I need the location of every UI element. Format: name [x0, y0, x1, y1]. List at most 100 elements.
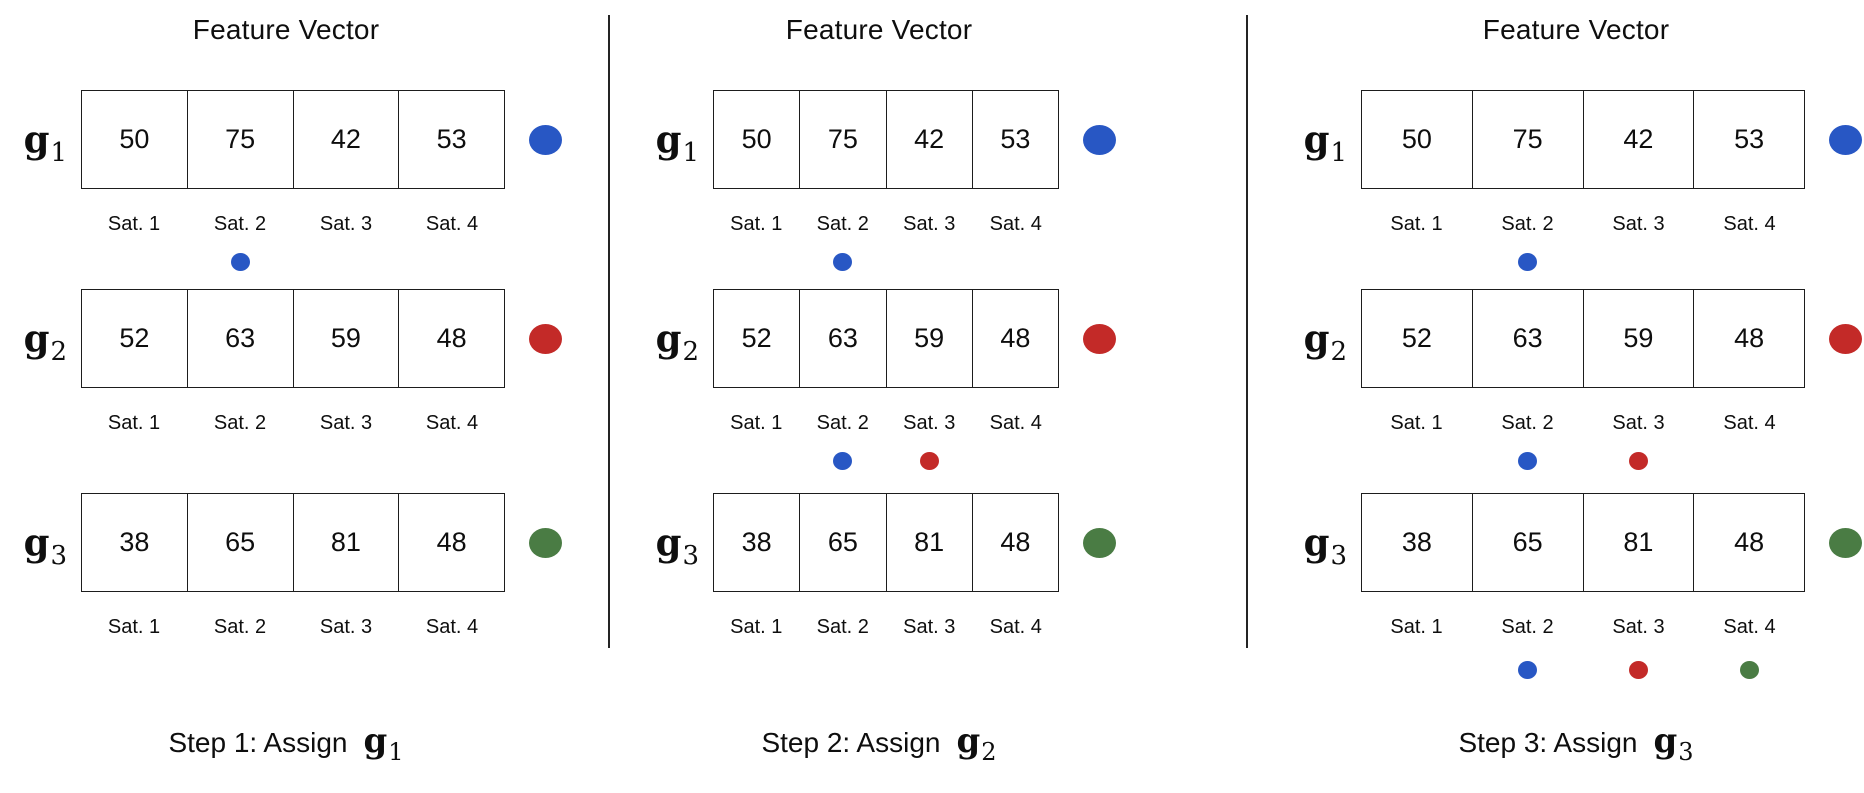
panel-divider [608, 15, 610, 648]
feature-cell: 59 [292, 290, 399, 387]
vector-row-g3: g3 38 65 81 48 [1289, 493, 1863, 592]
assignment-dots-row [641, 660, 1117, 680]
feature-vector-boxes: 38 65 81 48 [1361, 493, 1805, 592]
row-dot-slot [505, 323, 563, 354]
g2-color-dot [529, 323, 562, 354]
feature-cell: 38 [741, 527, 772, 557]
g3-color-dot [529, 527, 562, 558]
assignment-dot [833, 452, 853, 470]
feature-cell: 63 [799, 290, 885, 387]
step-caption-text: Step 1: Assign [168, 727, 348, 758]
feature-cell: 63 [186, 290, 293, 387]
feature-cell: 53 [398, 91, 504, 188]
vector-subscript: 1 [1330, 138, 1347, 168]
feature-cell: 42 [292, 91, 399, 188]
satellite-labels-row: Sat. 1 Sat. 2 Sat. 3 Sat. 4 [1289, 213, 1863, 235]
row-label-g1: g1 [1289, 121, 1361, 167]
feature-vector-boxes: 52 63 59 48 [713, 289, 1059, 388]
vector-symbol: g [23, 520, 50, 564]
satellite-label: Sat. 4 [425, 213, 479, 235]
step-1-panel: Feature Vector g1 50 75 42 53 Sat. 1 Sat… [0, 0, 608, 793]
feature-vector-boxes: 52 63 59 48 [1361, 289, 1805, 388]
panel-divider [1246, 15, 1248, 648]
feature-cell: 65 [186, 494, 293, 591]
vector-row-g1: g1 50 75 42 53 [1289, 90, 1863, 189]
feature-cell: 75 [186, 91, 293, 188]
feature-cell: 42 [1582, 91, 1694, 188]
feature-vector-boxes: 52 63 59 48 [81, 289, 505, 388]
vector-subscript: 2 [50, 337, 67, 367]
step-caption: Step 2: Assign g2 [761, 724, 996, 764]
satellite-label: Sat. 1 [730, 213, 783, 235]
feature-cell: 52 [119, 323, 150, 353]
vector-symbol: g [655, 316, 682, 360]
vector-subscript: 3 [682, 541, 699, 571]
vector-symbol: g [1303, 316, 1330, 360]
satellite-labels-row: Sat. 1 Sat. 2 Sat. 3 Sat. 4 [641, 616, 1117, 638]
assignment-dots-row [9, 252, 563, 272]
satellite-label: Sat. 3 [1612, 412, 1665, 434]
vector-subscript: 1 [50, 138, 67, 168]
feature-cell: 53 [1693, 91, 1804, 188]
satellite-labels-row: Sat. 1 Sat. 2 Sat. 3 Sat. 4 [9, 412, 563, 434]
feature-cell: 75 [1471, 91, 1583, 188]
feature-vector-title: Feature Vector [785, 14, 973, 45]
row-dot-slot [505, 124, 563, 155]
feature-cell: 50 [1401, 124, 1432, 154]
feature-cell: 48 [1693, 494, 1804, 591]
assignment-dots-row [9, 451, 563, 471]
feature-cell: 42 [885, 91, 972, 188]
satellite-label: Sat. 1 [730, 616, 783, 638]
vector-symbol: g [1303, 520, 1330, 564]
assignment-dot [1518, 253, 1537, 271]
satellite-label: Sat. 3 [1612, 213, 1665, 235]
row-dot-slot [1805, 323, 1863, 354]
caption-vector-subscript: 3 [1678, 738, 1694, 766]
feature-cell: 52 [741, 323, 772, 353]
row-dot-slot [1059, 124, 1117, 155]
satellite-label: Sat. 3 [903, 213, 956, 235]
row-dot-slot [505, 527, 563, 558]
satellite-label: Sat. 3 [903, 412, 956, 434]
satellite-label: Sat. 1 [107, 616, 161, 638]
feature-cell: 48 [971, 290, 1058, 387]
row-label-g3: g3 [1289, 524, 1361, 570]
row-label-g1: g1 [641, 121, 713, 167]
row-label-g3: g3 [641, 524, 713, 570]
feature-cell: 48 [1693, 290, 1804, 387]
vector-subscript: 1 [682, 138, 699, 168]
vector-symbol: g [655, 117, 682, 161]
g3-color-dot [1083, 527, 1116, 558]
row-dot-slot [1059, 527, 1117, 558]
satellite-label: Sat. 2 [1501, 616, 1554, 638]
vector-row-g2: g2 52 63 59 48 [1289, 289, 1863, 388]
vector-row-g3: g3 38 65 81 48 [9, 493, 563, 592]
satellite-labels-row: Sat. 1 Sat. 2 Sat. 3 Sat. 4 [1289, 412, 1863, 434]
satellite-label: Sat. 1 [1390, 213, 1443, 235]
satellite-label: Sat. 2 [213, 616, 267, 638]
vector-row-g3: g3 38 65 81 48 [641, 493, 1117, 592]
row-label-g2: g2 [641, 320, 713, 366]
assignment-dots-row [1289, 451, 1863, 471]
vector-subscript: 2 [1330, 337, 1347, 367]
caption-vector-symbol: g [363, 721, 388, 761]
feature-cell: 63 [1471, 290, 1583, 387]
row-dot-slot [1805, 527, 1863, 558]
feature-cell: 38 [1401, 527, 1432, 557]
row-dot-slot [1059, 323, 1117, 354]
assignment-dots-row [9, 660, 563, 680]
feature-cell: 52 [1401, 323, 1432, 353]
step-caption: Step 3: Assign g3 [1458, 721, 1693, 764]
satellite-label: Sat. 4 [425, 616, 479, 638]
satellite-label: Sat. 1 [1390, 616, 1443, 638]
assignment-dot [919, 452, 939, 470]
satellite-labels-row: Sat. 1 Sat. 2 Sat. 3 Sat. 4 [9, 616, 563, 638]
satellite-label: Sat. 1 [107, 412, 161, 434]
satellite-labels-row: Sat. 1 Sat. 2 Sat. 3 Sat. 4 [641, 412, 1117, 434]
vector-row-g2: g2 52 63 59 48 [641, 289, 1117, 388]
row-dot-slot [1805, 124, 1863, 155]
satellite-labels-row: Sat. 1 Sat. 2 Sat. 3 Sat. 4 [9, 213, 563, 235]
satellite-label: Sat. 2 [1501, 213, 1554, 235]
feature-cell: 59 [885, 290, 972, 387]
caption-vector-symbol: g [1653, 721, 1678, 761]
